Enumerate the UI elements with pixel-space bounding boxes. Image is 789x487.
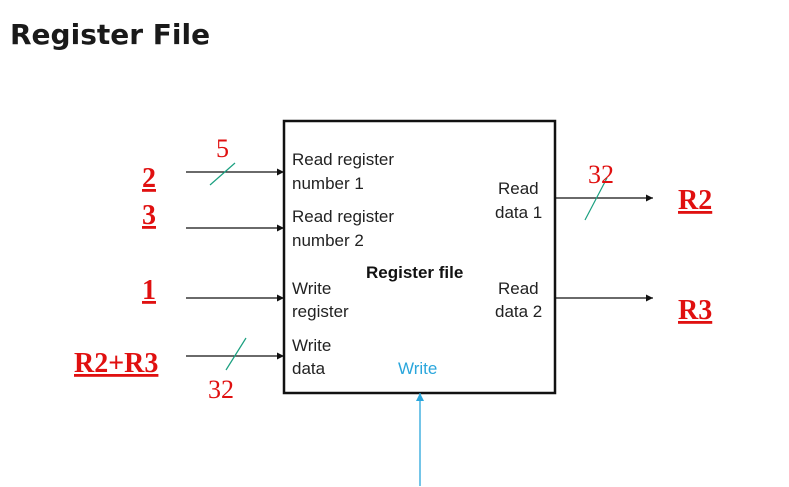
read-register-1-label-line1: Read register [292, 150, 394, 169]
read-register-1-label-line2: number 1 [292, 174, 364, 193]
page-title: Register File [10, 18, 211, 51]
write-control-label: Write [398, 359, 437, 378]
read-register-2-label-line2: number 2 [292, 231, 364, 250]
read-data-1-label-line2: data 1 [495, 203, 542, 222]
bus-width-read-data-1: 32 [588, 160, 614, 189]
read-data-2-label-line1: Read [498, 279, 539, 298]
read-data-2-label-line2: data 2 [495, 302, 542, 321]
write-register-label-line2: register [292, 302, 349, 321]
write-data-label-line2: data [292, 359, 326, 378]
bus-slash-read-reg-1 [209, 162, 236, 186]
bus-width-read-reg-1: 5 [216, 134, 229, 163]
bus-slash-write-data [225, 337, 247, 371]
write-data-label-line1: Write [292, 336, 331, 355]
read-data-1-label-line1: Read [498, 179, 539, 198]
write-register-label-line1: Write [292, 279, 331, 298]
read-register-1-value: 2 [142, 163, 156, 194]
read-data-2-value: R3 [678, 295, 712, 326]
bus-width-write-data: 32 [208, 375, 234, 404]
read-data-1-value: R2 [678, 185, 712, 216]
bus-slash-read-data-1 [584, 177, 608, 221]
register-file-label: Register file [366, 263, 463, 282]
read-register-2-label-line1: Read register [292, 207, 394, 226]
write-data-value: R2+R3 [74, 348, 158, 379]
read-register-2-value: 3 [142, 200, 156, 231]
write-register-value: 1 [142, 275, 156, 306]
